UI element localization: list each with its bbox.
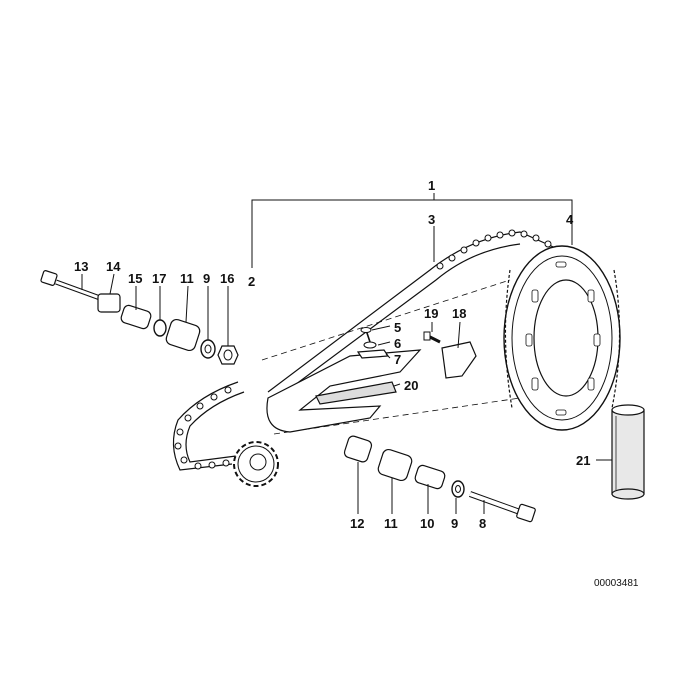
sleeve-15: [120, 304, 152, 330]
callout-17: 17: [152, 271, 166, 286]
screw-19: [423, 331, 441, 344]
callout-9-left: 9: [203, 271, 210, 286]
leader-lines: [81, 273, 612, 514]
spacer-14: [97, 293, 121, 313]
callout-10: 10: [420, 516, 434, 531]
callout-3: 3: [428, 212, 435, 227]
guide-block-18: [441, 341, 477, 379]
plate-7: [356, 349, 390, 359]
bushing-11-right: [377, 448, 413, 482]
washer-6: [363, 341, 377, 349]
callout-21: 21: [576, 453, 590, 468]
callout-6: 6: [394, 336, 401, 351]
spacer-12: [343, 435, 373, 463]
callout-20: 20: [404, 378, 418, 393]
callout-13: 13: [74, 259, 88, 274]
callout-11-left: 11: [180, 271, 194, 286]
left-bolt-13: [40, 270, 101, 301]
front-sprocket: [233, 441, 279, 487]
screw-5: [360, 327, 372, 343]
callout-15: 15: [128, 271, 142, 286]
callout-5: 5: [394, 320, 401, 335]
callout-2: 2: [248, 274, 255, 289]
washer-9-left: [200, 339, 216, 359]
rear-sprocket: [503, 245, 621, 431]
callout-4: 4: [566, 212, 574, 227]
callout-12: 12: [350, 516, 364, 531]
washer-9-right: [451, 480, 465, 498]
drive-chain: [172, 229, 561, 471]
chain-guide: [266, 349, 422, 433]
callout-9-right: 9: [451, 516, 458, 531]
o-ring-17: [153, 319, 167, 337]
callout-7: 7: [394, 352, 401, 367]
document-number: 00003481: [594, 578, 639, 589]
callout-labels: 1 2 3 4 5 6 7 8 9 9 10 11 11 12 13 14 15…: [74, 178, 590, 531]
bolt-8: [468, 491, 536, 523]
grease-can-21: [611, 404, 645, 500]
callout-18: 18: [452, 306, 466, 321]
sleeve-10: [414, 464, 446, 490]
callout-1: 1: [428, 178, 435, 193]
callout-16: 16: [220, 271, 234, 286]
kit-bracket: [251, 193, 573, 268]
callout-14: 14: [106, 259, 121, 274]
callout-8: 8: [479, 516, 486, 531]
callout-19: 19: [424, 306, 438, 321]
bushing-11-left: [165, 318, 201, 352]
callout-11-right: 11: [384, 516, 398, 531]
nut-16: [217, 345, 239, 365]
